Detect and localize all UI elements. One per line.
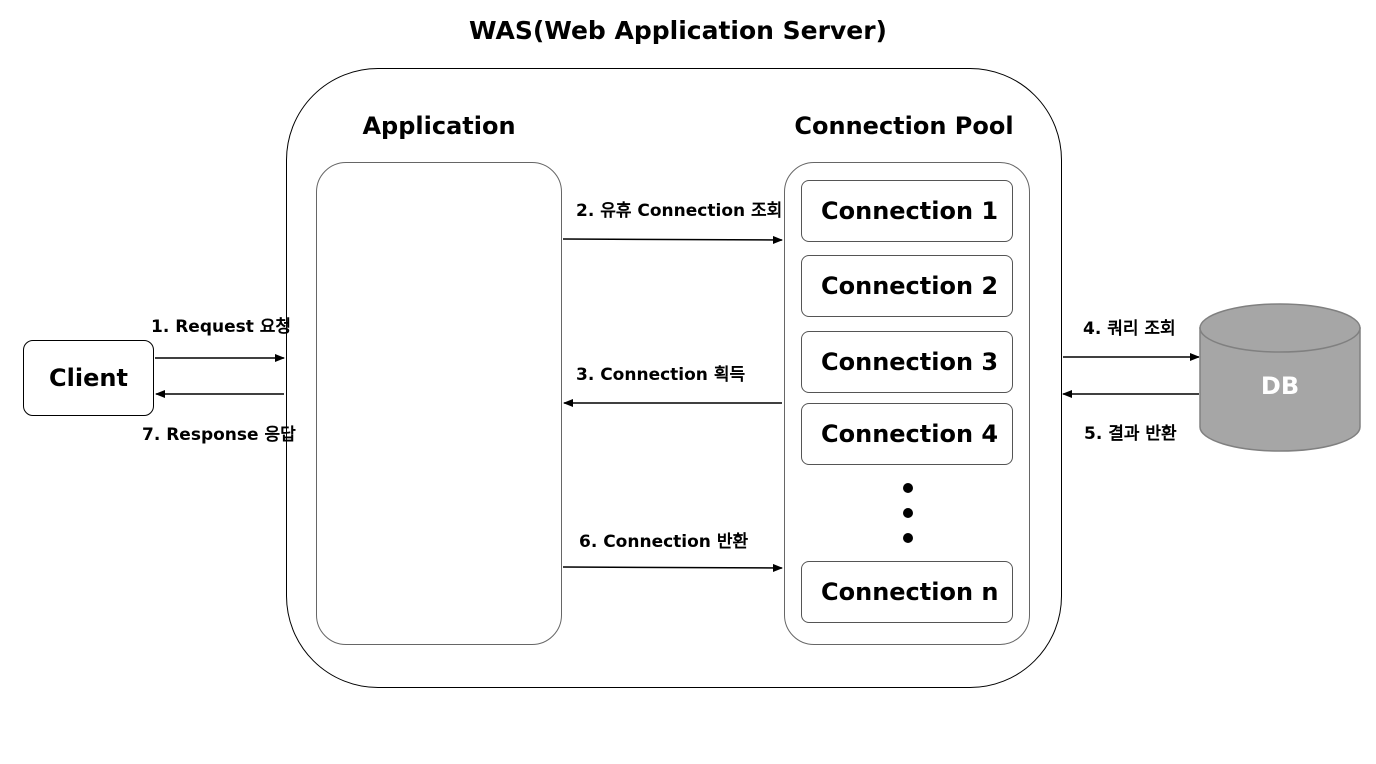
- arrow-return: [562, 563, 783, 572]
- step-7-label: 7. Response 응답: [142, 425, 296, 445]
- diagram-title: WAS(Web Application Server): [469, 16, 887, 45]
- step-3-label: 3. Connection 획득: [576, 365, 746, 385]
- step-6-label: 6. Connection 반환: [579, 532, 749, 552]
- step-4-label: 4. 쿼리 조회: [1083, 319, 1176, 339]
- connection-n: Connection n: [801, 561, 1013, 623]
- step-5-label: 5. 결과 반환: [1084, 424, 1177, 444]
- step-2-label: 2. 유휴 Connection 조회: [576, 201, 783, 221]
- connection-2: Connection 2: [801, 255, 1013, 317]
- application-box: [316, 162, 562, 645]
- connection-1: Connection 1: [801, 180, 1013, 242]
- ellipsis-dot: [903, 508, 913, 518]
- application-title: Application: [362, 112, 516, 140]
- connection-4: Connection 4: [801, 403, 1013, 465]
- ellipsis-dot: [903, 483, 913, 493]
- db-cylinder: [1199, 303, 1361, 452]
- connection-pool-box: [784, 162, 1030, 645]
- was-container: [286, 68, 1062, 688]
- db-label: DB: [1260, 372, 1300, 400]
- connection-pool-title: Connection Pool: [794, 112, 1014, 140]
- client-box: Client: [23, 340, 154, 416]
- ellipsis-dot: [903, 533, 913, 543]
- connection-3: Connection 3: [801, 331, 1013, 393]
- arrow-lookup: [562, 235, 783, 244]
- step-1-label: 1. Request 요청: [151, 317, 292, 337]
